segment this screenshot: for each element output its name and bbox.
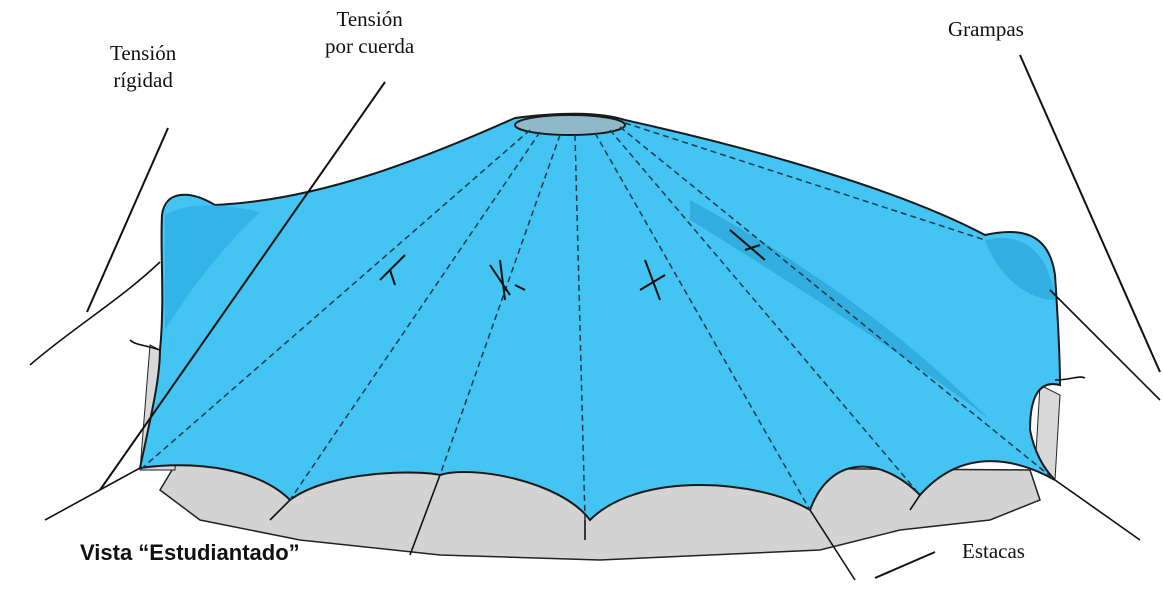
label-estacas: Estacas xyxy=(962,538,1025,565)
label-tension-cuerda-line2: por cuerda xyxy=(325,33,414,60)
label-tension-cuerda: Tensión por cuerda xyxy=(325,6,414,60)
label-tension-rigida-line2: rígidad xyxy=(110,67,176,94)
label-tension-rigida-line1: Tensión xyxy=(110,40,176,67)
view-caption: Vista “Estudiantado” xyxy=(80,540,300,566)
label-tension-cuerda-line1: Tensión xyxy=(325,6,414,33)
tent-canopy xyxy=(140,114,1060,520)
label-grampas: Grampas xyxy=(948,16,1024,43)
crown-ring xyxy=(515,115,625,135)
label-tension-rigida: Tensión rígidad xyxy=(110,40,176,94)
